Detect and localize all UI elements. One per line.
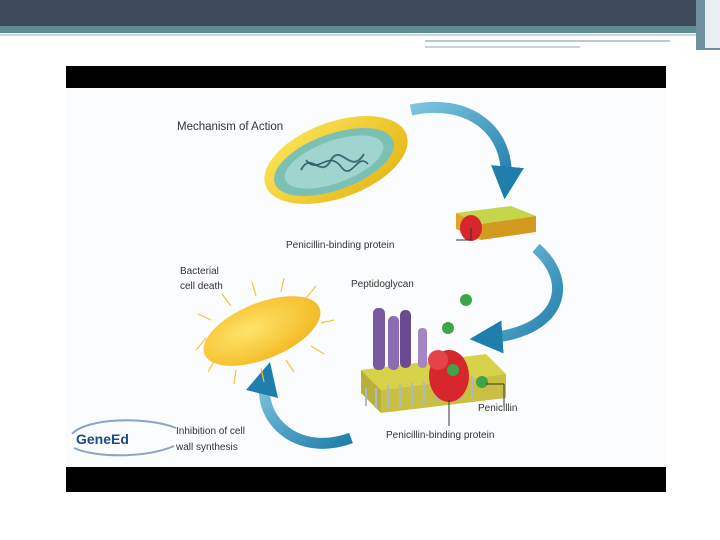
- flow-arrow: [264, 378, 351, 443]
- pbp-wedge: [456, 206, 536, 241]
- logo-text: GeneEd: [76, 431, 129, 447]
- flow-arrow: [486, 248, 558, 338]
- label-peptidoglycan: Peptidoglycan: [351, 279, 414, 290]
- label-penicillin: Penicillin: [478, 403, 517, 414]
- dead-bacterium-illustration: [194, 278, 334, 384]
- label-death-line1: Bacterial: [180, 266, 219, 277]
- geneed-logo: GeneEd: [72, 420, 176, 455]
- label-inhibition-line2: wall synthesis: [175, 442, 238, 453]
- label-death-line2: cell death: [180, 281, 223, 292]
- cell-wall-illustration: [361, 294, 506, 413]
- label-pbp-top: Penicillin-binding protein: [286, 240, 394, 251]
- diagram-panel: Mechanism of Action Penicillin-binding p…: [66, 88, 666, 467]
- flow-arrow: [411, 107, 506, 183]
- label-pbp-bottom: Penicillin-binding protein: [386, 430, 494, 441]
- decor-line: [0, 34, 700, 36]
- title-bar-accent: [0, 26, 720, 33]
- label-inhibition-line1: Inhibition of cell: [176, 426, 245, 437]
- mechanism-diagram: Mechanism of Action Penicillin-binding p…: [66, 88, 666, 467]
- bacterium-illustration: [253, 99, 420, 222]
- diagram-title: Mechanism of Action: [177, 121, 283, 133]
- decor-line: [425, 46, 580, 48]
- decor-line: [425, 40, 670, 42]
- decor-edge-tab-inner: [705, 0, 720, 48]
- title-bar: [0, 0, 720, 26]
